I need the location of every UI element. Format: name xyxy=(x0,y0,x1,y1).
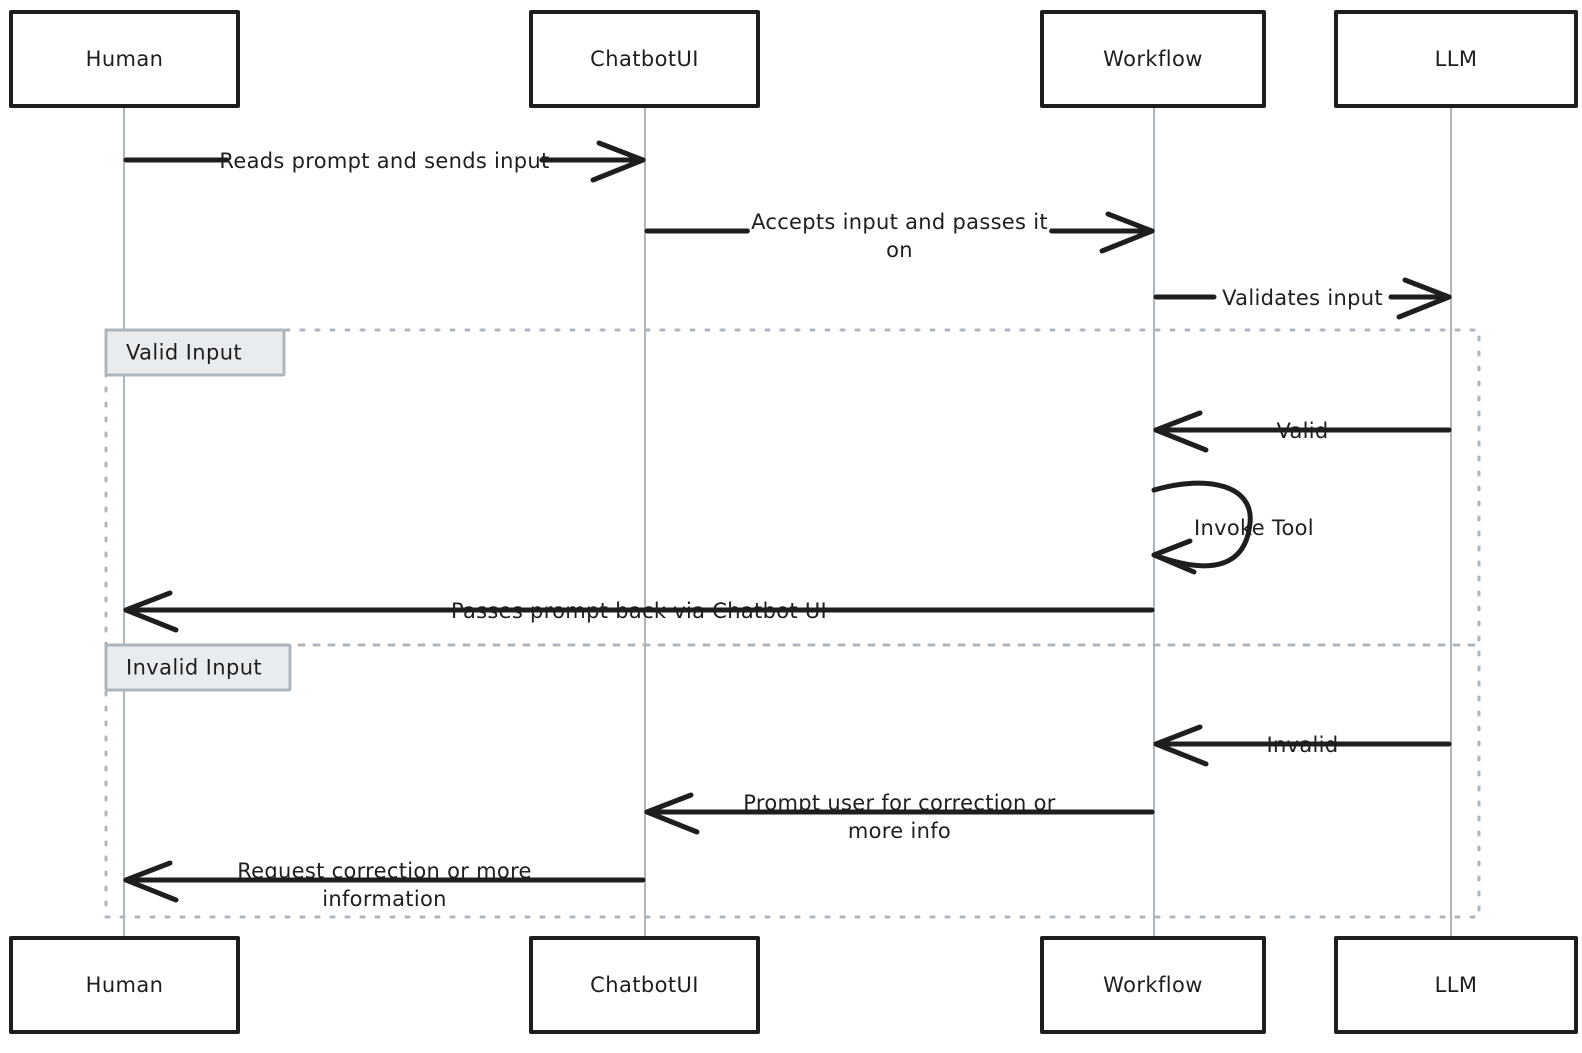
message-label: Validates input xyxy=(1222,286,1383,310)
message-m5: Invoke Tool xyxy=(1151,480,1314,575)
participant-llm-top[interactable]: LLM xyxy=(1334,10,1578,108)
message-m4: Valid xyxy=(1153,410,1452,453)
fragment-tab xyxy=(104,328,286,377)
participant-label-chatbot: ChatbotUI xyxy=(590,973,699,997)
fragment-border xyxy=(104,643,1481,919)
fragment-label-valid-input: Valid Input xyxy=(126,341,242,365)
participant-box[interactable] xyxy=(1334,10,1578,108)
participant-human-bottom[interactable]: Human xyxy=(9,936,240,1034)
participant-llm-bottom[interactable]: LLM xyxy=(1334,936,1578,1034)
participant-label-llm: LLM xyxy=(1435,973,1478,997)
participant-workflow-bottom[interactable]: Workflow xyxy=(1040,936,1266,1034)
message-label: Invoke Tool xyxy=(1194,516,1314,540)
fragment-invalid-input: Invalid Input xyxy=(104,643,1481,919)
participant-workflow-top[interactable]: Workflow xyxy=(1040,10,1266,108)
fragment-valid-input: Valid Input xyxy=(104,328,1481,647)
arrow-head xyxy=(1151,538,1197,575)
lifelines-layer xyxy=(123,106,1452,938)
participant-box[interactable] xyxy=(1040,936,1266,1034)
arrow-head xyxy=(644,792,700,835)
message-label: Invalid xyxy=(1267,733,1339,757)
participant-label-llm: LLM xyxy=(1435,47,1478,71)
arrow-head xyxy=(123,860,179,903)
fragment-label-invalid-input: Invalid Input xyxy=(126,656,262,680)
participant-label-workflow: Workflow xyxy=(1103,47,1203,71)
arrow-head xyxy=(123,590,179,633)
arrow-head xyxy=(1153,724,1209,767)
arrow-head xyxy=(1396,277,1452,320)
message-m1: Reads prompt and sends input xyxy=(123,140,646,183)
participant-box[interactable] xyxy=(529,10,760,108)
participant-human-top[interactable]: Human xyxy=(9,10,240,108)
participant-box[interactable] xyxy=(529,936,760,1034)
message-label: Passes prompt back via Chatbot UI xyxy=(451,599,827,623)
participant-chatbot-top[interactable]: ChatbotUI xyxy=(529,10,760,108)
participant-label-human: Human xyxy=(86,973,164,997)
arrow-head xyxy=(590,140,646,183)
participant-label-workflow: Workflow xyxy=(1103,973,1203,997)
message-m6: Passes prompt back via Chatbot UI xyxy=(123,590,1155,633)
fragment-tab xyxy=(104,643,292,692)
message-m7: Invalid xyxy=(1153,724,1452,767)
participant-chatbot-bottom[interactable]: ChatbotUI xyxy=(529,936,760,1034)
self-message-line xyxy=(1151,480,1253,569)
participants-layer: HumanHumanChatbotUIChatbotUIWorkflowWork… xyxy=(9,10,1578,1034)
participant-label-chatbot: ChatbotUI xyxy=(590,47,699,71)
arrow-head xyxy=(1153,410,1209,453)
message-m3: Validates input xyxy=(1153,277,1452,320)
participant-box[interactable] xyxy=(9,10,240,108)
arrow-head xyxy=(1099,211,1155,254)
message-label: Valid xyxy=(1276,419,1328,443)
message-label: Reads prompt and sends input xyxy=(219,149,549,173)
participant-label-human: Human xyxy=(86,47,164,71)
participant-box[interactable] xyxy=(9,936,240,1034)
participant-box[interactable] xyxy=(1334,936,1578,1034)
fragment-border xyxy=(104,328,1481,647)
participant-box[interactable] xyxy=(1040,10,1266,108)
